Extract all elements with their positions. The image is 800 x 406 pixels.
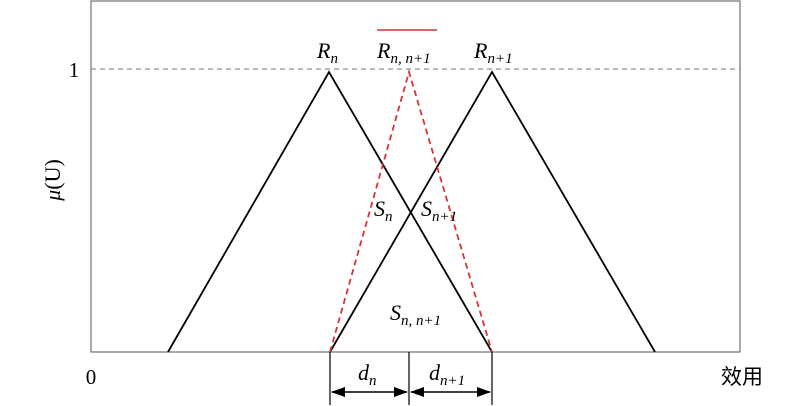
peak-label-r-n-plus-1: Rn+1 — [473, 38, 513, 67]
region-label-s-n-plus-1: Sn+1 — [421, 196, 457, 225]
peak-label-r-combined: Rn, n+1 — [376, 38, 431, 67]
triangle-r-combined — [329, 68, 493, 353]
y-axis-label: μ(U) — [40, 159, 65, 202]
triangle-r-n-plus-1 — [329, 70, 656, 353]
origin-label: 0 — [86, 365, 97, 389]
distance-label-d-n-plus-1: dn+1 — [429, 360, 465, 389]
distance-arrow-d-n-plus-1 — [410, 387, 491, 397]
peak-label-r-n: Rn — [316, 38, 338, 67]
region-label-s-combined: Sn, n+1 — [390, 300, 441, 329]
x-axis-label: 效用 — [721, 365, 763, 389]
region-label-s-n: Sn — [374, 196, 393, 225]
distance-arrow-d-n — [331, 387, 408, 397]
triangle-r-n — [167, 70, 493, 353]
y-tick-1: 1 — [69, 58, 80, 82]
plot-frame — [90, 0, 741, 353]
distance-label-d-n: dn — [358, 360, 377, 389]
